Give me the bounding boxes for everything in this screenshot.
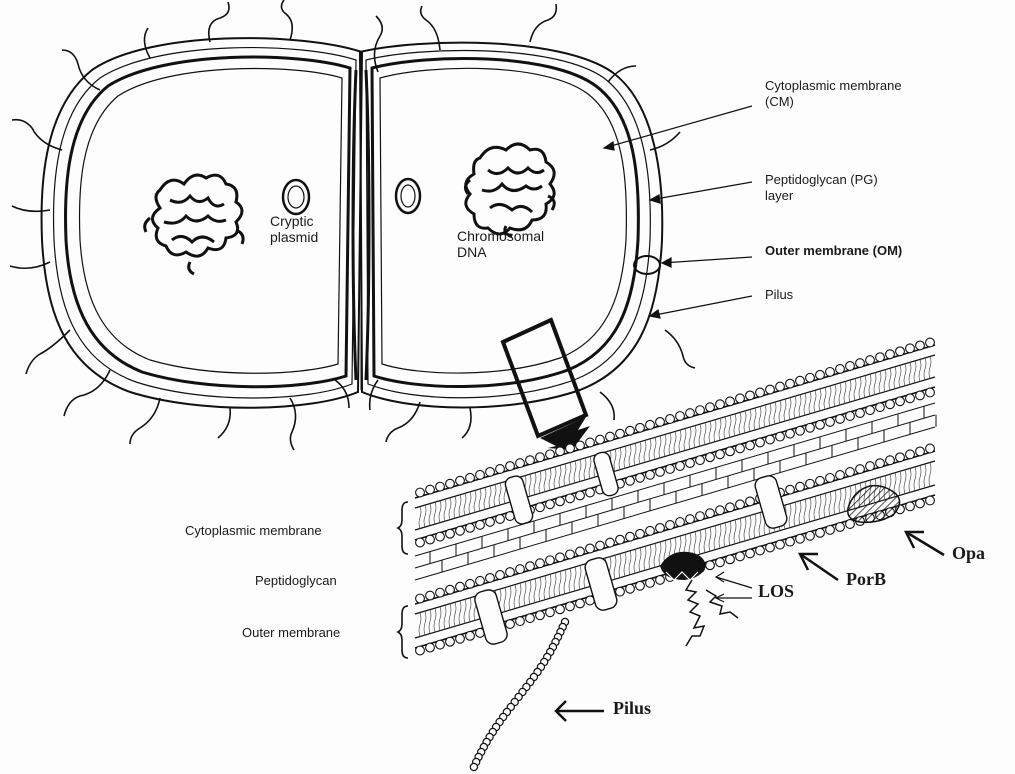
left-cell-outer-membrane xyxy=(42,38,362,408)
chromosome-left xyxy=(145,175,243,274)
label-los: LOS xyxy=(758,584,794,599)
label-porb: PorB xyxy=(846,572,886,587)
right-cell xyxy=(360,43,662,408)
right-cell-cytoplasmic-membrane xyxy=(372,58,638,386)
pilus-strand xyxy=(470,618,568,770)
label-opa: Opa xyxy=(952,546,985,561)
label-chromosomal-line1: Chromosomal xyxy=(457,229,544,244)
label-pg-line1: Peptidoglycan (PG) xyxy=(765,172,878,187)
label-pg-line2: layer xyxy=(765,188,793,203)
label-pilus-detail: Pilus xyxy=(613,701,651,716)
label-detail-om: Outer membrane xyxy=(242,625,340,640)
detail-braces xyxy=(398,502,408,658)
label-pilus-top: Pilus xyxy=(765,287,793,302)
right-cell-peptidoglycan xyxy=(366,50,650,397)
plasmid-right xyxy=(396,179,420,213)
label-detail-cm: Cytoplasmic membrane xyxy=(185,523,322,538)
label-chromosomal-line2: DNA xyxy=(457,245,487,260)
label-cm-line1: Cytoplasmic membrane xyxy=(765,78,902,93)
label-cm-line2: (CM) xyxy=(765,94,794,109)
chromosome-right xyxy=(465,144,554,236)
label-cryptic-line1: Cryptic xyxy=(270,214,314,229)
detail-arrows xyxy=(556,532,944,721)
pili-right xyxy=(370,4,695,442)
label-cryptic-line2: plasmid xyxy=(270,230,318,245)
plasmid-left xyxy=(283,180,309,214)
left-cell xyxy=(42,38,362,408)
label-om: Outer membrane (OM) xyxy=(765,243,902,258)
magnifier xyxy=(503,320,590,450)
los-structure xyxy=(660,552,738,646)
label-detail-pg: Peptidoglycan xyxy=(255,573,337,588)
right-cell-outer-membrane xyxy=(360,43,662,408)
